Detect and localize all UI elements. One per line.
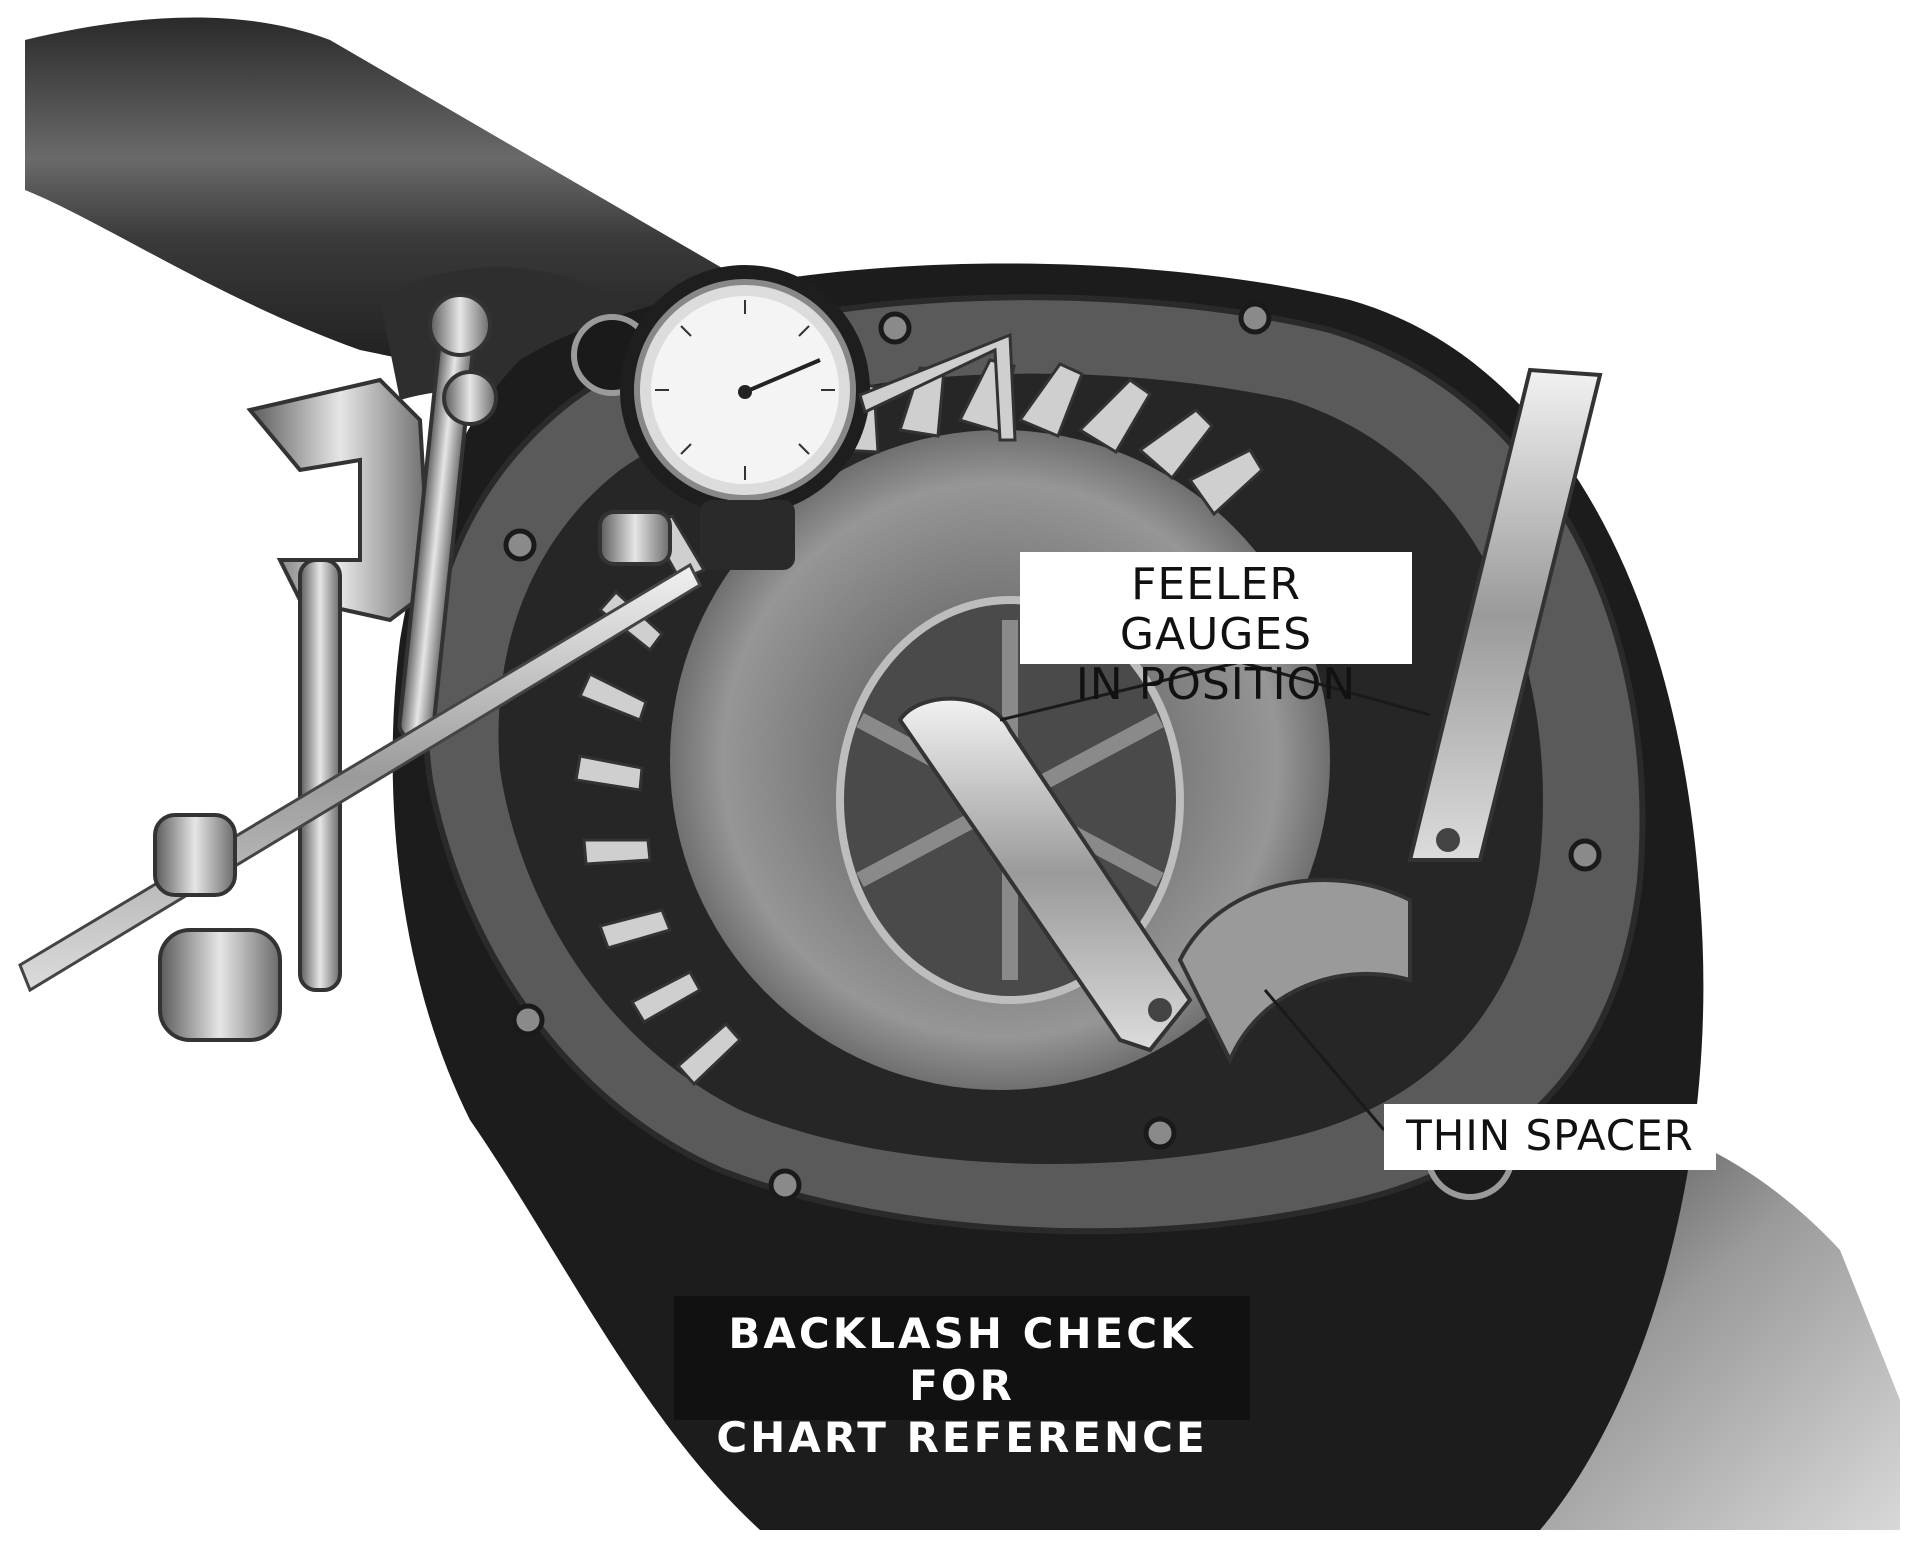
feeler-gauges-label: FEELER GAUGES IN POSITION (1020, 552, 1412, 710)
backlash-check-caption: BACKLASH CHECK FOR CHART REFERENCE (674, 1296, 1250, 1462)
c-clamp (158, 377, 433, 1042)
dial-indicator (620, 265, 1017, 570)
feeler-gauges-label-line2: IN POSITION (1075, 659, 1357, 710)
feeler-gauge-left (897, 696, 1193, 1053)
arm-clamp-block (153, 813, 237, 897)
leader-lines (999, 660, 1431, 1131)
thin-spacer-label-text: THIN SPACER (1406, 1111, 1694, 1160)
indicator-posts (397, 293, 498, 742)
thin-spacer-label: THIN SPACER (1384, 1104, 1716, 1170)
backlash-caption-line2: CHART REFERENCE (716, 1413, 1208, 1462)
backlash-caption-line1: BACKLASH CHECK FOR (728, 1309, 1196, 1410)
feeler-gauge-right (1407, 367, 1603, 862)
feeler-gauges-label-line1: FEELER GAUGES (1119, 559, 1313, 660)
flange-bolts (503, 301, 1602, 1202)
thin-spacer (1177, 878, 1412, 1065)
arm-upper-block (598, 510, 672, 566)
